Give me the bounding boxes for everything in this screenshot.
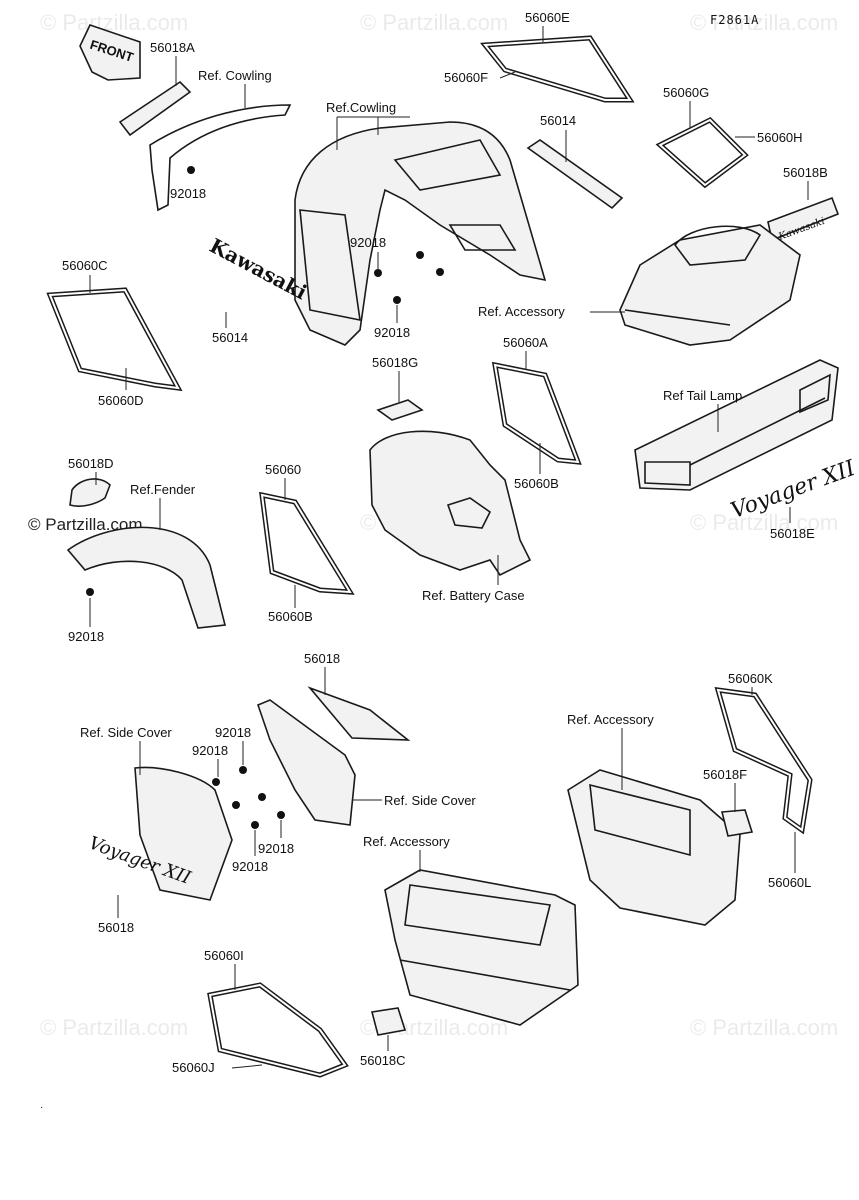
gasket-inner <box>48 288 180 390</box>
plate-56018g <box>376 399 424 421</box>
grommet-92018 <box>258 793 266 801</box>
part-label: 92018 <box>258 841 294 856</box>
plate-56018c <box>371 1007 407 1036</box>
reflector-56018d <box>69 478 111 507</box>
part-label: 56018A <box>150 40 195 55</box>
tail-lamp-assembly <box>634 359 839 491</box>
part-label: 92018 <box>232 859 268 874</box>
watermark: © Partzilla.com <box>690 1015 838 1040</box>
emblem-56018 <box>307 686 411 741</box>
part-label: 56018D <box>68 456 114 471</box>
grommet-92018 <box>277 811 285 819</box>
gasket-56060c <box>46 287 183 392</box>
battery-case <box>369 430 532 577</box>
part-label: 56060I <box>204 948 244 963</box>
ref-label: Ref. Cowling <box>198 68 272 83</box>
grommet-92018 <box>416 251 424 259</box>
ref-label: Ref. Side Cover <box>80 725 172 740</box>
ref-label: Ref.Cowling <box>326 100 396 115</box>
part-label: 56060L <box>768 875 811 890</box>
grommet-92018 <box>212 778 220 786</box>
grommet-92018 <box>374 269 382 277</box>
gasket-inner <box>658 118 747 187</box>
part-label: 56018 <box>98 920 134 935</box>
part-label: 56060C <box>62 258 108 273</box>
part-label: 56060G <box>663 85 709 100</box>
part-label: 56060B <box>514 476 559 491</box>
part-label: 56018B <box>783 165 828 180</box>
gasket-inner <box>208 983 347 1077</box>
figure-code: F2861A <box>710 13 759 27</box>
plate-56018f <box>720 809 754 837</box>
gasket-inner <box>716 688 812 832</box>
grommet-92018 <box>239 766 247 774</box>
gasket-56060e <box>480 35 635 103</box>
gasket-inner <box>493 363 580 464</box>
part-label: 92018 <box>350 235 386 250</box>
part-label: 92018 <box>374 325 410 340</box>
part-label: 92018 <box>215 725 251 740</box>
ref-label: Ref. Battery Case <box>422 588 525 603</box>
part-label: 56060A <box>503 335 548 350</box>
part-label: 56060H <box>757 130 803 145</box>
part-label: 56060E <box>525 10 570 25</box>
part-label: 56018 <box>304 651 340 666</box>
gasket-56060a <box>491 361 582 465</box>
ref-label: Ref.Fender <box>130 482 196 497</box>
part-label: 56018E <box>770 526 815 541</box>
part-label: 56060B <box>268 609 313 624</box>
part-label: 56060J <box>172 1060 215 1075</box>
saddlebag-accessory-center <box>384 869 579 1026</box>
gasket-56060 <box>259 491 355 595</box>
grommet-92018 <box>232 801 240 809</box>
part-label: 56060D <box>98 393 144 408</box>
grommet-92018 <box>393 296 401 304</box>
watermark: © Partzilla.com <box>690 10 838 35</box>
watermark: © Partzilla.com <box>690 510 838 535</box>
saddlebag-accessory-right <box>567 769 741 926</box>
part-label: 56014 <box>540 113 576 128</box>
leader-line <box>231 1064 263 1069</box>
stray-mark: · <box>40 1102 43 1113</box>
emblem-plate-56018a <box>118 80 192 137</box>
partzilla-watermark-dark: © Partzilla.com <box>28 515 143 534</box>
part-label: 56014 <box>212 330 248 345</box>
ref-label: Ref. Accessory <box>567 712 654 727</box>
emblem-strip-56014 <box>526 139 624 210</box>
side-cover-right <box>257 699 356 826</box>
part-label: 56018G <box>372 355 418 370</box>
leader-line <box>499 71 516 79</box>
grommet-92018 <box>251 821 259 829</box>
gasket-inner <box>260 493 352 594</box>
part-label: 56060 <box>265 462 301 477</box>
part-label: 56018C <box>360 1053 406 1068</box>
ref-label: Ref. Side Cover <box>384 793 476 808</box>
part-label: 56018F <box>703 767 747 782</box>
watermark: © Partzilla.com <box>40 10 188 35</box>
part-label: 92018 <box>192 743 228 758</box>
gasket-inner <box>483 36 632 101</box>
side-cover-left <box>134 766 233 901</box>
watermark: © Partzilla.com <box>40 1015 188 1040</box>
part-label: 92018 <box>68 629 104 644</box>
cowling-trim-strip <box>149 104 292 212</box>
grommet-92018 <box>86 588 94 596</box>
front-arrow-icon: FRONT <box>79 24 141 81</box>
part-label: 56060F <box>444 70 488 85</box>
grommet-92018 <box>187 166 195 174</box>
ref-label: Ref Tail Lamp <box>663 388 742 403</box>
part-label: 56060K <box>728 671 773 686</box>
gasket-56060g <box>655 116 749 189</box>
fender <box>66 526 226 629</box>
watermark: © Partzilla.com <box>360 10 508 35</box>
ref-label: Ref. Accessory <box>478 304 565 319</box>
grommet-92018 <box>436 268 444 276</box>
ref-label: Ref. Accessory <box>363 834 450 849</box>
part-label: 92018 <box>170 186 206 201</box>
trunk-top-accessory <box>619 224 801 346</box>
cowling-fairing <box>294 121 547 346</box>
